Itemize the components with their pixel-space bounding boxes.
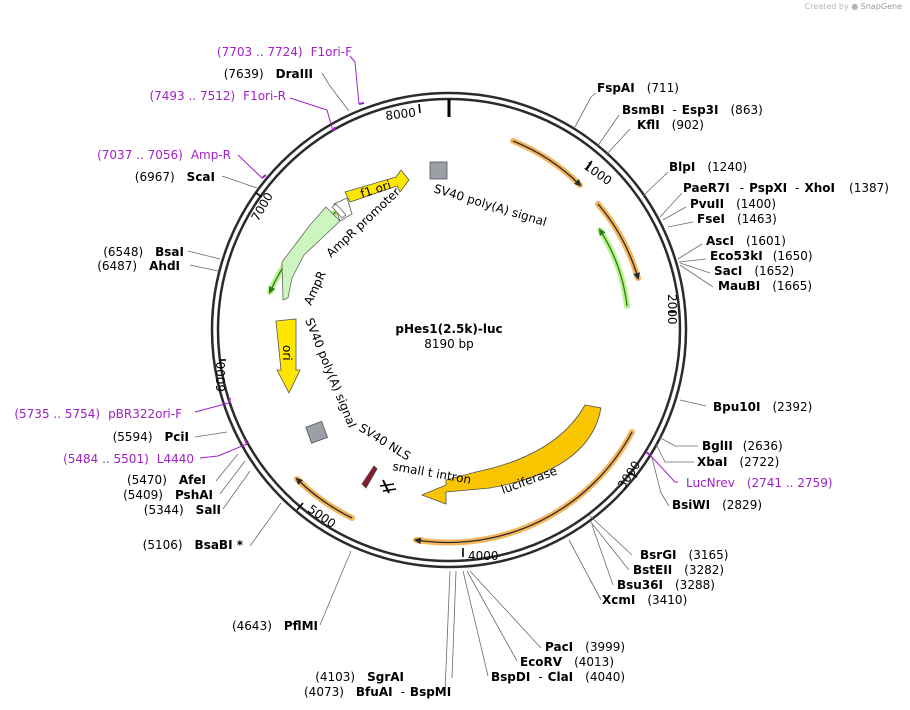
tick-5000 [296,502,304,511]
site-paer7i-pspxi-xhoi: PaeR7I-PspXI-XhoI(1387) [683,181,889,195]
scale-label-3000: 3000 [615,458,643,491]
site-bsu36i: Bsu36I(3288) [617,578,715,592]
orf-arc-5 [295,477,353,519]
site-xcmi: XcmI(3410) [602,593,687,607]
primer-markers [194,55,678,483]
tick-3000 [628,471,638,478]
scale-label-4000: 4000 [468,549,499,563]
orf-arc-1 [512,140,582,187]
tick-7000 [255,192,263,198]
site-asci: AscI(1601) [706,234,786,248]
snapgene-logo-icon: ● [851,2,859,11]
feature-luciferase [420,404,602,505]
primer-l4440: (5484 .. 5501)L4440 [63,452,194,466]
site-sali: (5344)SalI [144,503,221,517]
site-pvuii: PvuII(1400) [690,197,776,211]
feature-ampr-promoter [331,203,347,219]
site-pcii: (5594)PciI [113,430,189,444]
watermark-prefix: Created by [804,2,849,11]
site-bglii: BglII(2636) [702,439,783,453]
site-bpu10i: Bpu10I(2392) [713,400,812,414]
site-sgrai: (4103)SgrAI [315,670,404,684]
site-eco53ki: Eco53kI(1650) [710,249,813,263]
feature-label-ampr: AmpR [301,269,329,307]
scale-ticks [219,103,676,557]
site-draiii: (7639)DraIII [224,67,313,81]
feature-f1-ori-cap [333,197,353,222]
scale-label-8000: 8000 [385,105,417,123]
plasmid-name: pHes1(2.5k)-luc [395,322,502,336]
snapgene-watermark: Created by ● SnapGene [805,2,902,11]
site-scai: (6967)ScaI [135,170,215,184]
site-ahdi: (6487)AhdI [97,259,180,273]
primer-amp-r: (7037 .. 7056)Amp-R [97,148,231,162]
site-labels-left: (5106)BsaBI * (5344)SalI (5409)PshAI (54… [97,67,313,552]
site-fsei: FseI(1463) [697,212,777,226]
primer-lucnrev: LucNrev(2741 .. 2759) [686,476,833,490]
site-bspdi-clai: BspDI-ClaI(4040) [491,670,625,684]
feature-sv40-polya-2 [305,420,329,444]
feature-label-sv40-polya-2: SV40 poly(A) signal [302,316,359,430]
feature-label-sv40-nls: SV40 NLS [356,421,413,464]
site-maubi: MauBI(1665) [718,279,812,293]
site-pshai: (5409)PshAI [123,488,213,502]
site-bsteii: BstEII(3282) [633,563,724,577]
feature-f1-ori [344,169,410,203]
site-ecorv: EcoRV(4013) [520,655,614,669]
site-afei: (5470)AfeI [127,473,206,487]
feature-ampr [281,206,341,301]
tick-8000 [418,103,421,114]
primer-pbr322ori-f: (5735 .. 5754)pBR322ori-F [14,407,182,421]
site-fspai: FspAI(711) [597,81,679,95]
site-saci: SacI(1652) [714,264,794,278]
primer-f1ori-r: (7493 .. 7512)F1ori-R [149,89,286,103]
feature-sv40-polya-1 [429,161,448,180]
orf-arc-4 [414,431,633,545]
intron-mark-a [379,483,395,487]
feature-label-ori: ori [280,345,294,361]
site-bsiwi: BsiWI(2829) [672,498,762,512]
site-bfuai-bspmi: (4073)BfuAI-BspMI [304,685,451,699]
site-bsabi: (5106)BsaBI * [143,538,244,552]
orf-arc-2 [597,203,640,280]
tick-1000 [585,160,593,170]
orf-arcs [267,138,641,546]
intron-mark-b [382,488,397,492]
features [275,161,602,505]
site-blpi: BlpI(1240) [669,160,747,174]
feature-label-small-t-intron: small t intron [391,459,472,487]
primer-labels: (7703 .. 7724)F1ori-F (7493 .. 7512)F1or… [14,45,832,490]
site-bsrgi: BsrGI(3165) [640,548,728,562]
plasmid-size: 8190 bp [424,337,474,351]
site-xbai: XbaI(2722) [697,455,779,469]
site-kfli: KflI(902) [637,118,704,132]
site-labels-bottom: PacI(3999) EcoRV(4013) BspDI-ClaI(4040) … [232,619,625,699]
watermark-brand: SnapGene [860,2,902,11]
site-paci: PacI(3999) [545,640,625,654]
site-bsmbi-esp3i: BsmBI-Esp3I(863) [622,103,763,117]
backbone [210,91,688,569]
feature-label-sv40-polya-1: SV40 poly(A) signal [432,181,548,229]
site-bsai: (6548)BsaI [103,245,184,259]
feature-ori [275,318,301,394]
primer-f1ori-f: (7703 .. 7724)F1ori-F [217,45,352,59]
site-leaders [187,72,714,693]
site-pflmi: (4643)PflMI [232,619,318,633]
site-labels-right: FspAI(711) BsmBI-Esp3I(863) KflI(902) Bl… [597,81,889,607]
scale-label-6000: 6000 [214,361,228,392]
orf-arc-3 [598,228,628,307]
scale-label-2000: 2000 [665,294,679,325]
feature-sv40-nls [361,465,378,489]
